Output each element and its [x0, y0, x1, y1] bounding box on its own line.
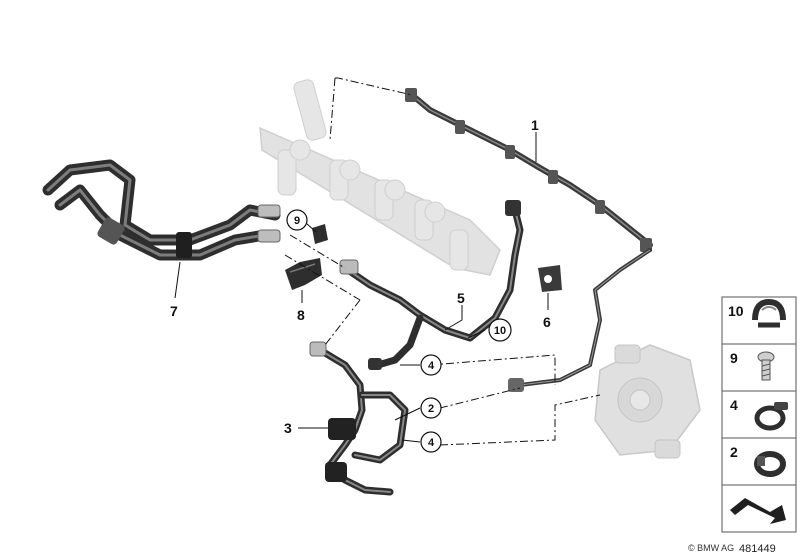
fuel-hose-3	[309, 341, 409, 496]
svg-text:10: 10	[494, 325, 506, 337]
direction-arrow-icon	[730, 498, 786, 524]
legend-label-10: 10	[728, 303, 744, 319]
leak-off-line	[405, 88, 653, 252]
svg-text:4: 4	[428, 360, 435, 372]
hose-bracket	[285, 258, 322, 290]
callout-6: 6	[543, 314, 551, 330]
spring-clamp-icon	[754, 402, 788, 431]
fuel-hose-5	[339, 200, 524, 370]
document-number: 481449	[739, 543, 776, 555]
circle-callout-10: 10	[488, 318, 512, 342]
callout-3: 3	[284, 420, 292, 436]
gasket	[538, 265, 562, 292]
clip-part-9	[312, 224, 328, 244]
legend-label-2: 2	[730, 444, 738, 460]
callout-1: 1	[531, 117, 539, 133]
leader-lines	[174, 132, 549, 443]
svg-text:9: 9	[294, 215, 300, 227]
fuel-hose-assembly	[42, 159, 281, 261]
callout-7: 7	[170, 303, 178, 319]
hose-clamp-double-icon	[752, 298, 786, 328]
screw-icon	[757, 351, 775, 381]
clamp-ring-icon	[754, 451, 786, 477]
svg-text:4: 4	[428, 437, 435, 449]
fuel-rail-ghost	[259, 79, 501, 276]
circle-callout-9: 9	[286, 209, 308, 231]
pump-ghost	[594, 344, 701, 459]
legend-cell-10	[721, 296, 797, 345]
circle-callout-4-lower: 4	[420, 431, 442, 453]
legend-cell-9	[721, 343, 797, 392]
circle-callout-2: 2	[420, 397, 442, 419]
circle-callout-4-upper: 4	[420, 354, 442, 376]
dashed-leaders	[284, 77, 601, 446]
callout-8: 8	[297, 307, 305, 323]
copyright-text: © BMW AG	[688, 543, 734, 553]
callout-5: 5	[457, 290, 465, 306]
svg-text:2: 2	[428, 403, 434, 415]
legend-label-9: 9	[730, 350, 738, 366]
legend-panel: 10 9 4 2	[721, 296, 797, 533]
legend-label-4: 4	[730, 397, 738, 413]
